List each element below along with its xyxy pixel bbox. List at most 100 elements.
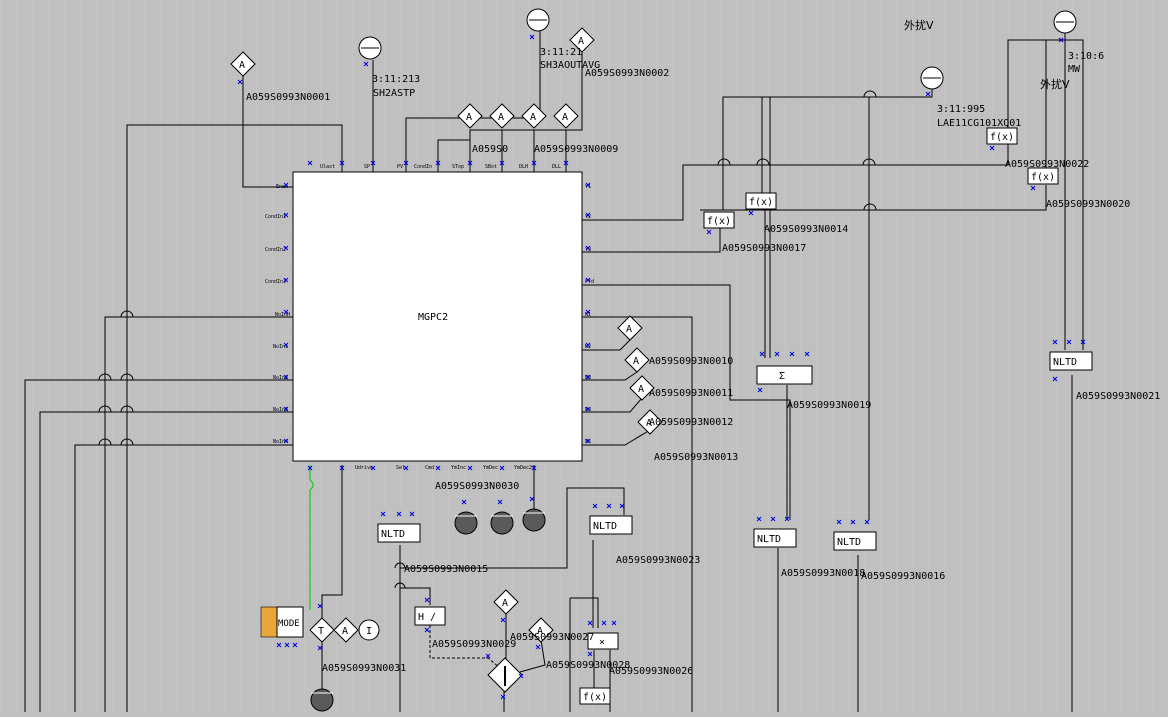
mgpc2-label: MGPC2 [418, 312, 448, 323]
analog-right-1[interactable]: A [617, 315, 643, 341]
sum-symbol: Σ [779, 371, 785, 382]
nltd-block-n0023[interactable]: NLTD [589, 515, 633, 535]
nltd-block-n0018[interactable]: NLTD [753, 528, 797, 548]
pin-markers [237, 34, 1086, 700]
analog-n0011[interactable]: A [629, 375, 655, 401]
tag-n0014: A059S0993N0014 [764, 224, 848, 235]
pin-left-2: CondIn2 [265, 247, 286, 253]
analog-symbol: A [626, 324, 632, 335]
pin-bottom-3: YmInc [451, 465, 466, 471]
pin-right-4: N1 [585, 312, 591, 318]
pin-top-3: CondIn [414, 164, 432, 170]
analog-symbol: A [638, 384, 644, 395]
output-bulb-3 [522, 508, 546, 532]
pin-bottom-4: YmDec [483, 465, 498, 471]
fx-label: f(x) [749, 197, 773, 208]
multiply-block-n0026[interactable]: × [587, 632, 619, 650]
fx-label: f(x) [990, 132, 1014, 143]
pin-right-7: N4 [585, 407, 591, 413]
analog-a0006[interactable]: A [489, 103, 515, 129]
analog-a0005[interactable]: A [457, 103, 483, 129]
pin-top-2: PV [397, 164, 403, 170]
tag-n0020: A059S0993N0020 [1046, 199, 1130, 210]
divide-symbol: H / [418, 612, 436, 623]
mw-address: 3:10:6 [1068, 51, 1104, 62]
analog-a0009[interactable]: A [553, 103, 579, 129]
tag-n0029: A059S0993N0029 [432, 639, 516, 650]
output-bulb-1 [454, 511, 478, 535]
lae-name: LAE11CG101XQ01 [937, 118, 1021, 129]
output-bulb-2 [490, 511, 514, 535]
analog-n0012[interactable]: A [637, 409, 663, 435]
analog-n0010[interactable]: A [624, 347, 650, 373]
analog-a0002[interactable]: A [569, 27, 595, 53]
tag-n0012: A059S0993N0012 [649, 417, 733, 428]
pin-left-8: NoIn4 [273, 439, 288, 445]
nltd-block-n0021[interactable]: NLTD [1049, 351, 1093, 371]
nltd-block-n0015[interactable]: NLTD [377, 523, 421, 543]
nltd-label: NLTD [757, 534, 781, 545]
tag-n0017: A059S0993N0017 [722, 243, 806, 254]
analog-n0027[interactable]: A [528, 617, 554, 643]
tee-symbol: T [318, 626, 324, 637]
pin-left-3: CondIn3 [265, 279, 286, 285]
divide-block[interactable]: H / [414, 606, 446, 626]
fx-label: f(x) [583, 692, 607, 703]
pin-left-7: NoIn3 [273, 407, 288, 413]
sh2astp-address: 3:11:213 [372, 74, 420, 85]
analog-a0001[interactable]: A [230, 51, 256, 77]
nltd-label: NLTD [1053, 357, 1077, 368]
analog-symbol: A [530, 112, 536, 123]
analog-mode[interactable]: A [333, 617, 359, 643]
pin-top-7: DLL [552, 164, 561, 170]
input-sh3a[interactable] [526, 8, 550, 32]
pin-bottom-5: YmDec2 [514, 465, 532, 471]
pin-right-0: Y1 [585, 184, 591, 190]
tag-n0011: A059S0993N0011 [649, 388, 733, 399]
sh3a-address: 3:11:21 [540, 47, 582, 58]
input-lae[interactable] [920, 66, 944, 90]
tag-n0023: A059S0993N0023 [616, 555, 700, 566]
fx-block-n0001-r[interactable]: f(x) [986, 127, 1018, 145]
info-output[interactable]: I [358, 619, 380, 641]
fx-block-n0017[interactable]: f(x) [703, 211, 735, 229]
tag-n0021: A059S0993N0021 [1076, 391, 1160, 402]
pin-right-2: Y3 [585, 247, 591, 253]
tag-n0010: A059S0993N0010 [649, 356, 733, 367]
fx-block-n0014[interactable]: f(x) [745, 192, 777, 210]
switch-block-n0029[interactable] [487, 657, 523, 693]
output-bulbs [310, 508, 546, 712]
input-sh2astp[interactable] [358, 36, 382, 60]
fx-block-bottom[interactable]: f(x) [579, 687, 611, 705]
analog-bottom-1[interactable]: A [493, 589, 519, 615]
tee-block[interactable]: T [309, 617, 335, 643]
tag-n0028: A059S0993N0028 [546, 660, 630, 671]
pin-right-8: N5 [585, 439, 591, 445]
analog-symbol: A [537, 626, 543, 637]
nltd-block-n0016[interactable]: NLTD [833, 531, 877, 551]
pin-top-1: SP [364, 164, 370, 170]
pin-top-5: SBot [485, 164, 497, 170]
mgpc2-pin-labels: Ulast SP PV CondIn STop SBot DLH DLL Ene… [265, 164, 594, 471]
fx-label: f(x) [707, 216, 731, 227]
pin-left-5: NoIn1 [273, 344, 288, 350]
mgpc2-block[interactable] [292, 171, 583, 462]
sum-block-n0019[interactable]: Σ [756, 365, 813, 385]
disturbance-label-2: 外扰V [1040, 77, 1070, 91]
pin-bottom-2: Cmd [425, 465, 434, 471]
fx-block-n0020[interactable]: f(x) [1027, 167, 1059, 185]
tag-n0005: A059S0 [472, 144, 508, 155]
tag-n0013: A059S0993N0013 [654, 452, 738, 463]
fx-label: f(x) [1031, 172, 1055, 183]
input-mw[interactable] [1053, 10, 1077, 34]
analog-symbol: A [578, 36, 584, 47]
analog-symbol: A [466, 112, 472, 123]
tag-n0015: A059S0993N0015 [404, 564, 488, 575]
analog-symbol: A [646, 418, 652, 429]
analog-a0007[interactable]: A [521, 103, 547, 129]
mult-symbol: × [599, 637, 605, 648]
mode-block[interactable]: MODE [260, 606, 304, 638]
